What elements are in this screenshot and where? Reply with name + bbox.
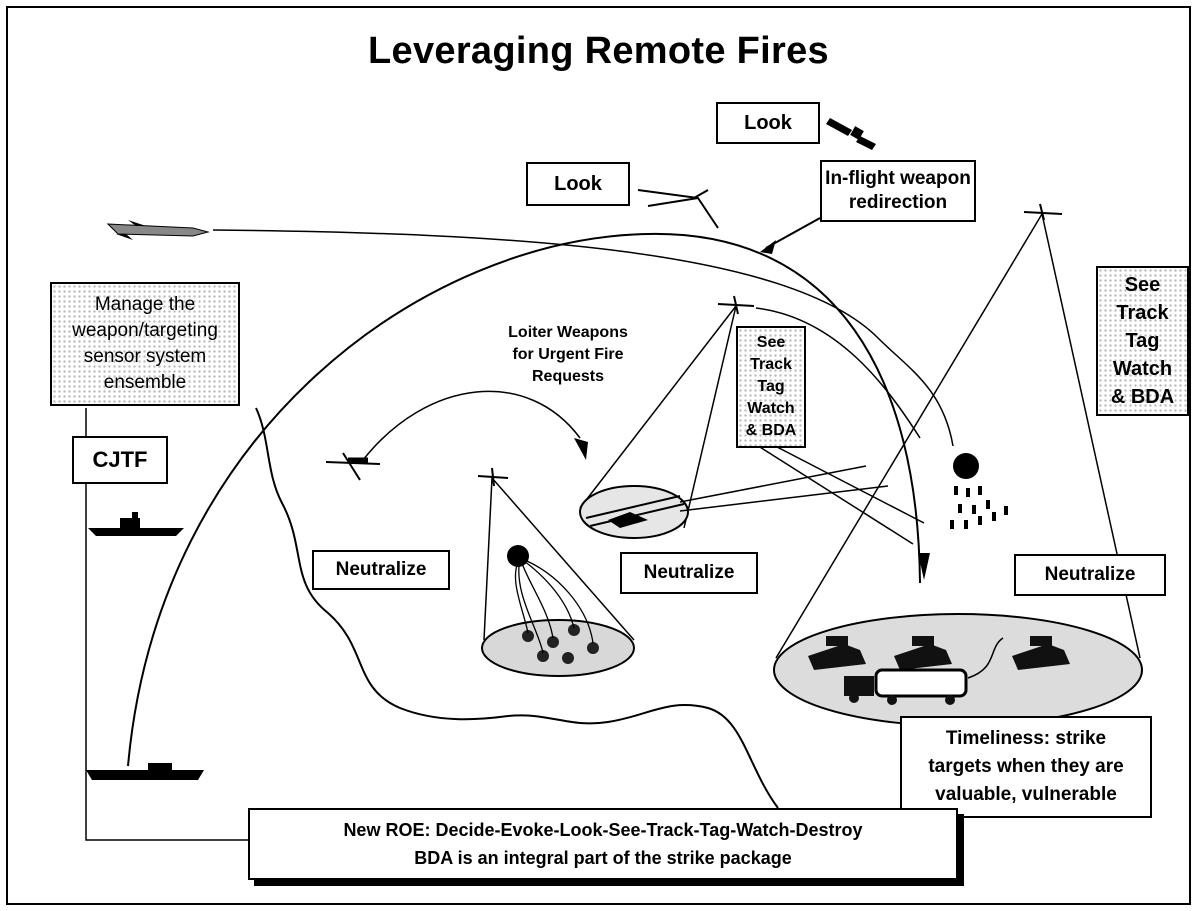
look-label-satellite: Look [716,102,820,144]
satellite [826,118,876,150]
fuel-truck [844,668,968,705]
see-track-tag-right: See Track Tag Watch & BDA [1096,266,1189,416]
look-label-aircraft: Look [526,162,630,206]
loiter-arc [362,390,581,461]
neutralize-mid: Neutralize [620,552,758,594]
mid-target-zone [579,485,689,539]
redirection-label: In-flight weapon redirection [820,160,976,222]
slide-title: Leveraging Remote Fires [368,30,829,72]
new-roe-banner: New ROE: Decide-Evoke-Look-See-Track-Tag… [248,808,958,880]
glider-aircraft [637,189,719,229]
cjtf-link-line [85,408,248,841]
carrier-ship [86,763,204,780]
uav-to-mid-arc [755,307,921,439]
neutralize-right: Neutralize [1014,554,1166,596]
ship-to-target-arc [127,232,921,767]
burst-right [953,453,979,479]
loiter-arrowhead [574,438,588,460]
left-target-zone [481,619,635,677]
loiter-weapons-label: Loiter Weapons for Urgent Fire Requests [508,324,628,385]
timeliness-label: Timeliness: strike targets when they are… [900,716,1152,818]
redirection-arrowhead [760,240,776,254]
burst-left [507,545,529,567]
bomber-trajectory [212,229,954,447]
diagram-artwork [85,118,1143,841]
uav-right-high [1023,203,1063,221]
uav-mid-top [717,295,755,315]
bomber-aircraft [106,220,210,240]
warship [88,512,184,536]
troops [522,624,599,664]
cjtf-label: CJTF [72,436,168,484]
weapon-mid [918,553,930,580]
slide-frame: Leveraging Remote Fires Look Look In-fli… [6,6,1191,905]
tanks [808,636,1070,670]
mid-target-vehicle [608,512,648,528]
manage-ensemble-label: Manage the weapon/targeting sensor syste… [50,282,240,406]
coastline [255,407,779,809]
see-track-tag-mid: See Track Tag Watch & BDA [736,326,806,448]
uav-left-high [477,467,509,487]
bomblets [950,486,1008,529]
neutralize-left: Neutralize [312,550,450,590]
uav-left [325,452,381,481]
